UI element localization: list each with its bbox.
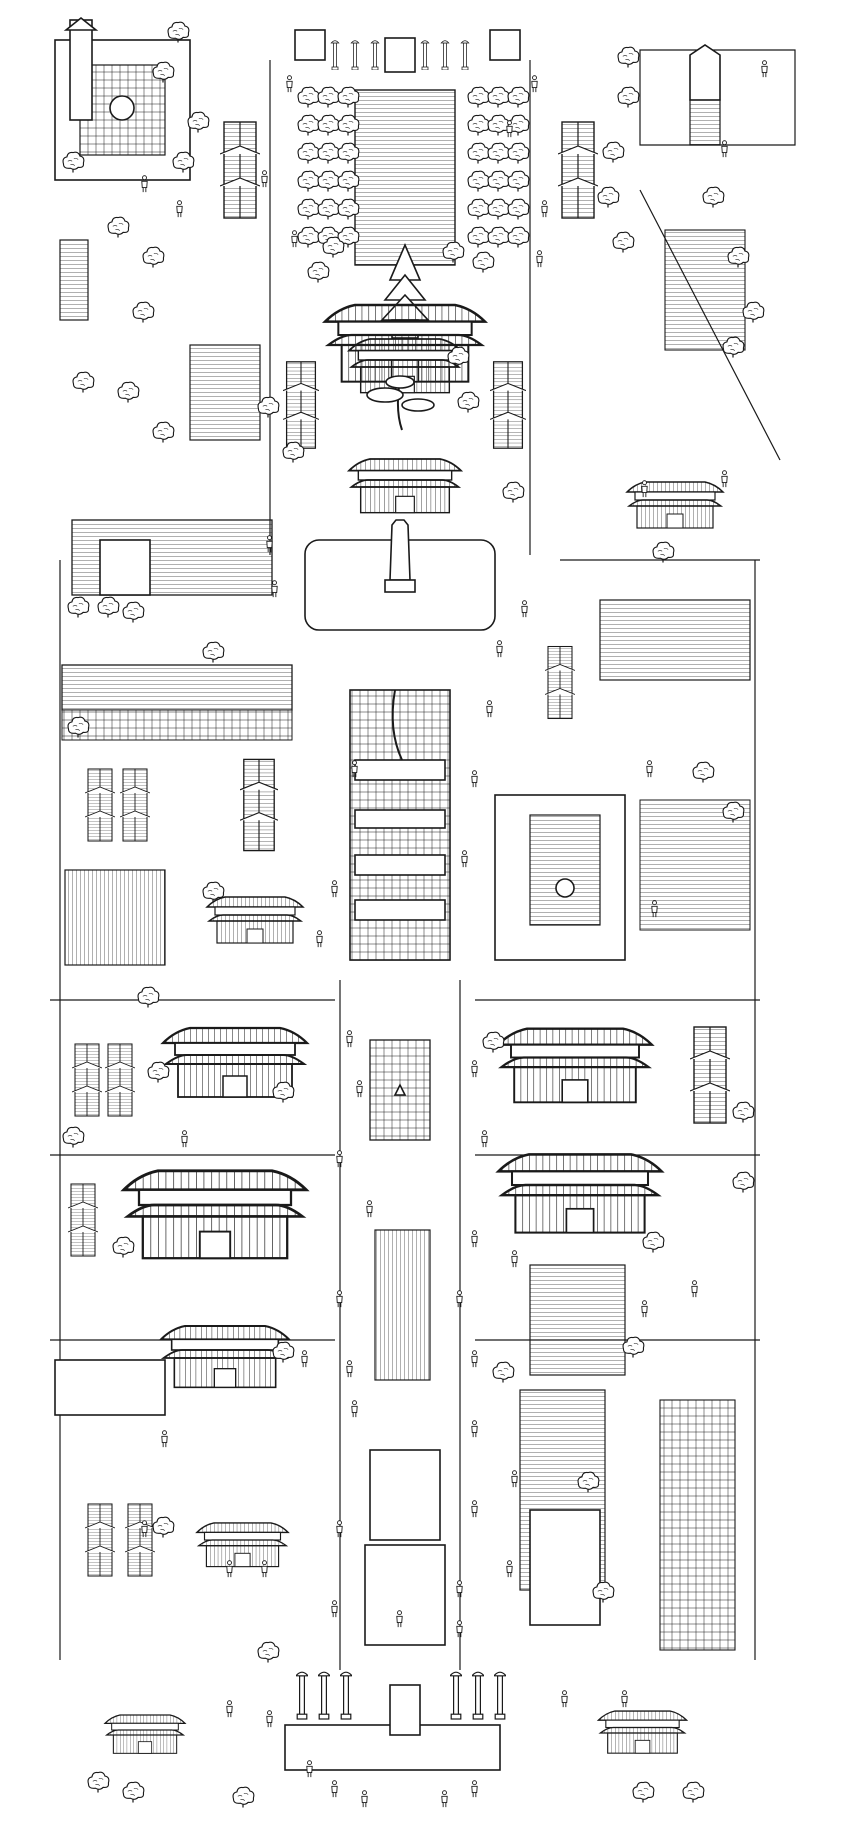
- lane-house-7: [68, 1183, 98, 1257]
- southwest-temple: [197, 1523, 288, 1567]
- north-gate: [294, 29, 521, 73]
- central-tower: [349, 689, 451, 961]
- southeast-district: [519, 1264, 736, 1651]
- southwest-district: [54, 1324, 291, 1578]
- east-tower-narrow: [545, 644, 575, 721]
- southeast-gatehouse: [597, 1709, 688, 1755]
- great-hall-east: [496, 1027, 654, 1104]
- lane-house-4: [72, 1043, 102, 1117]
- southwest-hall: [159, 1324, 291, 1389]
- east-compound-top: [626, 44, 746, 529]
- lane-house-3: [240, 758, 278, 852]
- lane-house-2: [120, 768, 150, 842]
- lane-house-5: [105, 1043, 135, 1117]
- lane-house-9: [125, 1502, 155, 1578]
- middle-west-district: [61, 664, 304, 966]
- lane-house-1: [85, 768, 115, 842]
- statue-plaza: [304, 519, 496, 631]
- lane-house-8: [85, 1502, 115, 1578]
- great-hall-west-2: [122, 1169, 308, 1260]
- middle-east-district: [494, 599, 751, 961]
- southwest-gatehouse: [103, 1713, 187, 1755]
- bonsai-tree: [366, 375, 435, 431]
- flank-building-east: [490, 360, 526, 450]
- lane-house-6: [690, 1026, 730, 1124]
- flank-building-west: [283, 360, 319, 450]
- great-hall-east-2: [496, 1152, 664, 1235]
- temple-hall-rear: [347, 457, 463, 514]
- longhouse-north-2: [558, 120, 598, 220]
- south-gate: [284, 1671, 506, 1771]
- north-plaza: [354, 89, 456, 266]
- west-hall-mid: [206, 896, 304, 944]
- west-compound-top: [59, 239, 273, 596]
- longhouse-north-1: [220, 120, 260, 220]
- east-hall-small: [626, 481, 724, 529]
- avenue-monuments: [364, 1039, 446, 1646]
